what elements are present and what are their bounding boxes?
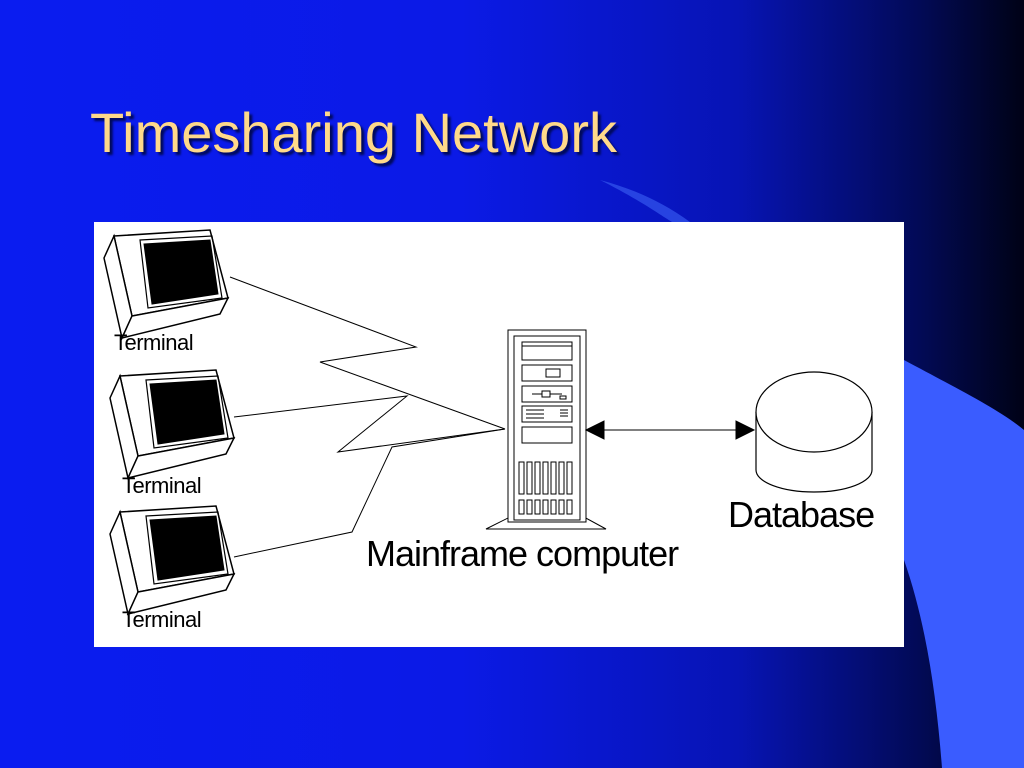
crt-monitor-icon [109, 369, 236, 481]
slide-title: Timesharing Network [90, 101, 617, 164]
crt-monitor-icon [103, 229, 230, 341]
terminal-label: Terminal [122, 473, 202, 498]
terminal-label: Terminal [122, 607, 202, 632]
terminal-connection-line [233, 395, 506, 453]
server-tower-icon [485, 329, 607, 530]
terminal-label: Terminal [114, 330, 194, 355]
diagram-panel: Terminal Terminal Terminal Mainframe com… [94, 222, 904, 647]
terminal-connection-line [233, 428, 506, 558]
crt-monitor-icon [109, 505, 236, 617]
terminal-connection-line [229, 276, 506, 430]
database-cylinder-icon [755, 371, 873, 493]
mainframe-label: Mainframe computer [366, 533, 679, 574]
bidirectional-arrow [584, 420, 756, 440]
database-label: Database [728, 494, 875, 535]
network-diagram [103, 229, 873, 617]
